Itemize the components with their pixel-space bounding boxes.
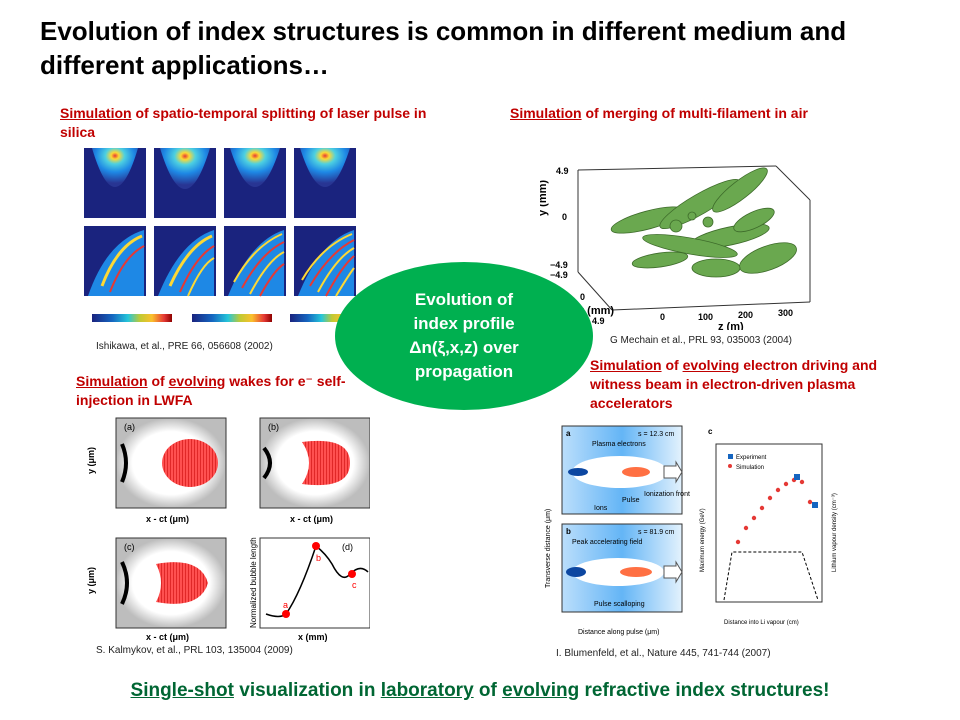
panel1-citation: Ishikawa, et al., PRE 66, 056608 (2002) bbox=[96, 341, 273, 352]
filament-box bbox=[577, 165, 811, 311]
bubble-y-label: Normalized bubble length bbox=[249, 537, 258, 628]
panel4-caption-emphasis: Simulation bbox=[590, 357, 662, 373]
wake-panel-b: (b) bbox=[259, 417, 370, 509]
panel1-caption-emphasis: Simulation bbox=[60, 105, 132, 121]
plasma-x-label: Distance along pulse (μm) bbox=[578, 629, 659, 636]
bubble-x-label: x (mm) bbox=[298, 632, 328, 642]
wake-x-label: x - ct (μm) bbox=[146, 514, 189, 524]
panel4-figure: a Plasma electrons s = 12.3 cm Ions Puls… bbox=[545, 425, 838, 636]
filament-blobs bbox=[610, 167, 797, 278]
wake-panel-label: (b) bbox=[268, 422, 279, 432]
panel2-caption-emphasis: Simulation bbox=[510, 105, 582, 121]
plasma-label: Ions bbox=[594, 505, 608, 512]
plasma-panel-a: a Plasma electrons s = 12.3 cm Ions Puls… bbox=[561, 425, 690, 515]
plasma-panel-b: b Peak accelerating field s = 81.9 cm Pu… bbox=[561, 523, 683, 613]
panel4-caption-text: electron driving and witness beam in ele… bbox=[590, 357, 878, 411]
plasma-label: s = 81.9 cm bbox=[638, 529, 675, 536]
panel3-caption: Simulation of evolving wakes for e⁻ self… bbox=[76, 372, 356, 410]
panel3-caption-emphasis: Simulation bbox=[76, 373, 148, 389]
wake-panel-label: (d) bbox=[342, 542, 353, 552]
wake-panel-c: (c) bbox=[115, 537, 227, 629]
panel2-y-tick: 4.9 bbox=[556, 166, 569, 176]
plasma-label: Plasma electrons bbox=[592, 441, 646, 448]
density-y-label: Lithium vapour density (cm⁻³) bbox=[832, 493, 838, 572]
panel2-caption: Simulation of merging of multi-filament … bbox=[510, 104, 930, 123]
energy-y-label: Maximum energy (GeV) bbox=[700, 508, 706, 572]
tagline-text: of bbox=[473, 680, 503, 701]
bubble-line: Δn(ξ,x,z) over bbox=[409, 338, 519, 357]
panel2-x-tick: −4.9 bbox=[550, 270, 568, 280]
tagline-word: laboratory bbox=[380, 680, 474, 701]
legend-experiment: Experiment bbox=[736, 455, 767, 461]
legend-simulation: Simulation bbox=[736, 465, 764, 471]
panel1-figure bbox=[84, 148, 360, 322]
panel2-z-tick: 200 bbox=[738, 310, 753, 320]
wake-x-label: x - ct (μm) bbox=[146, 632, 189, 642]
splitting-panels-top bbox=[84, 148, 356, 218]
tagline-text: refractive index structures! bbox=[579, 680, 830, 701]
plasma-label: a bbox=[566, 429, 571, 438]
energy-plot: c Experiment Simulation Maximum energy (… bbox=[700, 427, 838, 626]
bubble-line: propagation bbox=[414, 362, 514, 381]
panel3-caption-of: of bbox=[147, 373, 169, 389]
bubble-length-plot: a b c (d) Normalized bubble length x (mm… bbox=[249, 537, 370, 642]
center-evolution-bubble: Evolution of index profile Δn(ξ,x,z) ove… bbox=[335, 262, 593, 410]
panel2-y-tick: −4.9 bbox=[550, 260, 568, 270]
panel2-y-tick: 0 bbox=[562, 212, 567, 222]
panel2-x-tick: 4.9 bbox=[592, 316, 605, 326]
panel3-caption-emphasis-2: evolving bbox=[168, 373, 226, 389]
plasma-label: Ionization front bbox=[644, 491, 690, 498]
plasma-label: Pulse bbox=[622, 497, 640, 504]
wake-x-label: x - ct (μm) bbox=[290, 514, 333, 524]
wake-y-label: y (μm) bbox=[86, 447, 96, 474]
colorbars bbox=[92, 314, 360, 322]
tagline-word: Single-shot bbox=[130, 680, 234, 701]
bubble-line: Evolution of bbox=[414, 290, 514, 309]
panel2-z-tick: 100 bbox=[698, 312, 713, 322]
plasma-label: Peak accelerating field bbox=[572, 539, 643, 546]
bubble-point-label: c bbox=[352, 580, 357, 590]
wake-y-label: y (μm) bbox=[86, 567, 96, 594]
panel4-caption: Simulation of evolving electron driving … bbox=[590, 356, 890, 413]
bubble-point-label: b bbox=[316, 553, 321, 563]
panel3-caption-text: wakes for e⁻ self-injection in LWFA bbox=[76, 373, 346, 408]
panel2-z-tick: 300 bbox=[778, 308, 793, 318]
panel3-citation: S. Kalmykov, et al., PRL 103, 135004 (20… bbox=[96, 645, 293, 656]
panel4-citation: I. Blumenfeld, et al., Nature 445, 741-7… bbox=[556, 648, 771, 659]
bubble-line: index profile bbox=[413, 314, 515, 333]
panel2-y-axis-label: y (mm) bbox=[540, 180, 549, 216]
panel2-z-axis-label: z (m) bbox=[718, 321, 744, 330]
panel2-citation: G Mechain et al., PRL 93, 035003 (2004) bbox=[610, 335, 792, 346]
tagline-word: evolving bbox=[502, 680, 580, 701]
plasma-label: Pulse scalloping bbox=[594, 601, 645, 608]
wake-panel-label: (c) bbox=[124, 542, 135, 552]
panel4-caption-emphasis-2: evolving bbox=[682, 357, 740, 373]
slide-title: Evolution of index structures is common … bbox=[40, 16, 847, 80]
wake-panel-a: (a) bbox=[115, 417, 227, 509]
panel2-caption-text: of merging of multi-filament in air bbox=[581, 105, 808, 121]
panel1-caption: Simulation of spatio-temporal splitting … bbox=[60, 104, 430, 142]
panel4-caption-of: of bbox=[661, 357, 683, 373]
panel1-caption-text: of spatio-temporal splitting of laser pu… bbox=[60, 105, 427, 140]
bottom-tagline: Single-shot visualization in laboratory … bbox=[0, 680, 960, 702]
plasma-label: s = 12.3 cm bbox=[638, 431, 675, 438]
bubble-point-label: a bbox=[283, 600, 288, 610]
panel2-z-tick: 0 bbox=[660, 312, 665, 322]
panel2-x-tick: 0 bbox=[580, 292, 585, 302]
plasma-label: b bbox=[566, 527, 571, 536]
energy-x-label: Distance into Li vapour (cm) bbox=[724, 620, 799, 626]
wake-panel-label: (a) bbox=[124, 422, 135, 432]
tagline-text: visualization in bbox=[233, 680, 381, 701]
splitting-panels-bottom bbox=[84, 226, 356, 297]
plasma-y-label: Transverse distance (μm) bbox=[545, 509, 552, 588]
energy-plot-label: c bbox=[708, 427, 713, 436]
panel2-figure: y (mm) 4.9 0 −4.9 −4.9 0 4.9 x (mm) 0 10… bbox=[540, 165, 811, 330]
panel3-figure: (a) (b) (c) a b c (d) Normalized bubble … bbox=[86, 417, 370, 642]
